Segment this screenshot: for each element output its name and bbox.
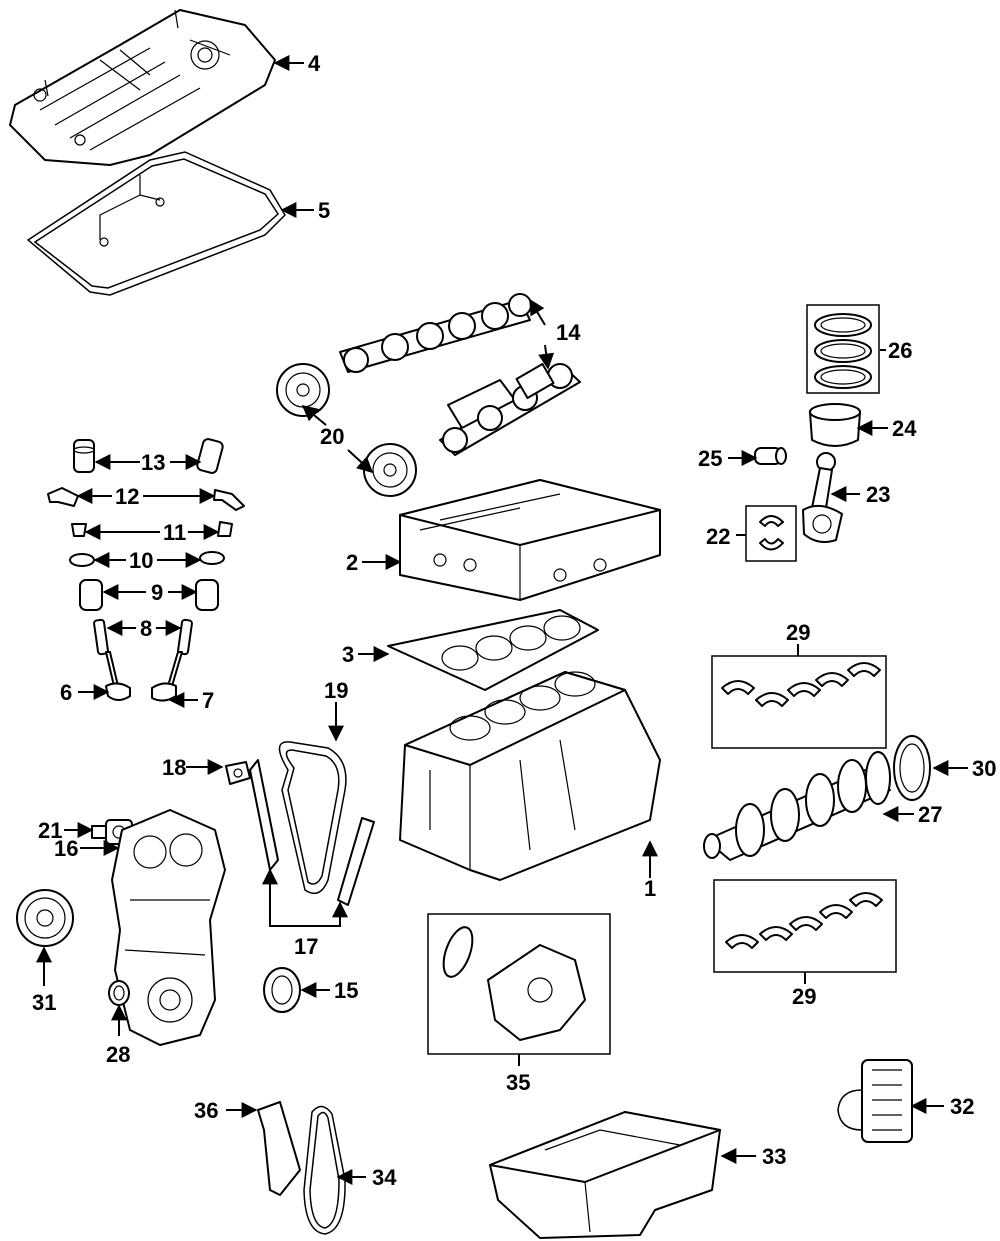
intake-valve	[105, 651, 131, 701]
valve-guide-right	[177, 618, 193, 656]
callout-26: 26	[888, 338, 912, 363]
piston	[809, 403, 861, 447]
callout-27: 27	[918, 802, 942, 827]
valve-spring-right	[195, 579, 219, 611]
callout-4: 4	[308, 51, 321, 76]
callout-28: 28	[106, 1042, 130, 1067]
head-gasket	[387, 609, 599, 691]
callout-24: 24	[892, 416, 917, 441]
callout-34: 34	[372, 1165, 397, 1190]
engine-block	[399, 671, 661, 881]
rod-bearing-box	[745, 505, 797, 562]
oil-pump-chain	[303, 1105, 346, 1235]
callout-9: 9	[151, 580, 163, 605]
chain-guide-right	[337, 817, 375, 906]
callout-3: 3	[342, 642, 354, 667]
cam-phaser-upper	[276, 363, 330, 417]
timing-chain	[278, 741, 347, 895]
camshaft	[339, 293, 532, 373]
oil-cooler	[837, 1059, 913, 1143]
piston-rings-box	[806, 304, 880, 394]
oil-pump-chain-tensioner	[257, 1101, 301, 1196]
valve-retainer-left	[69, 553, 95, 567]
timing-cover	[111, 809, 226, 1046]
callout-36: 36	[194, 1098, 218, 1123]
rear-main-seal	[893, 735, 931, 801]
valve-spring-left	[79, 579, 103, 611]
callout-35: 35	[506, 1070, 530, 1095]
leader-lines	[36, 55, 968, 1185]
callout-21: 21	[38, 818, 62, 843]
piston-pin	[754, 447, 787, 465]
callout-29-lower: 29	[792, 984, 816, 1009]
cylinder-head	[399, 479, 661, 601]
callout-14: 14	[556, 320, 581, 345]
connecting-rod	[802, 452, 843, 543]
valve-cover-gasket	[26, 151, 286, 296]
callout-12: 12	[115, 484, 139, 509]
rocker-arm-right	[213, 489, 245, 511]
valve-retainer-right	[199, 551, 225, 565]
callout-1: 1	[644, 876, 656, 901]
cam-phaser-lower	[363, 443, 417, 497]
callout-30: 30	[972, 756, 996, 781]
chain-tensioner	[225, 761, 251, 785]
valve-guide-left	[93, 618, 109, 656]
callout-8: 8	[140, 616, 152, 641]
valve-cover	[9, 9, 276, 166]
callout-31: 31	[32, 990, 56, 1015]
callout-2: 2	[346, 550, 358, 575]
callout-18: 18	[162, 755, 186, 780]
front-crank-seal	[108, 980, 130, 1006]
callout-10: 10	[129, 548, 153, 573]
callout-23: 23	[866, 482, 890, 507]
callout-13: 13	[141, 450, 165, 475]
valve-keeper-left	[71, 523, 87, 537]
crankshaft	[703, 751, 891, 861]
callout-15: 15	[334, 978, 358, 1003]
exhaust-valve	[151, 651, 183, 702]
callout-6: 6	[60, 680, 72, 705]
chain-guide-left	[249, 759, 279, 871]
callout-32: 32	[950, 1094, 974, 1119]
piston-rings	[814, 313, 872, 389]
callout-33: 33	[762, 1144, 786, 1169]
main-bearings-upper	[721, 662, 881, 707]
valve-keeper-right	[217, 521, 233, 537]
callout-29-upper: 29	[786, 620, 810, 645]
callout-5: 5	[318, 198, 330, 223]
rocker-arm-left	[47, 487, 79, 507]
crankshaft-sprocket	[263, 967, 301, 1013]
rod-bearing	[759, 515, 784, 551]
lash-adjuster-right	[196, 438, 224, 474]
camshaft-assembly	[439, 362, 581, 456]
callout-19: 19	[324, 678, 348, 703]
callout-25: 25	[698, 446, 722, 471]
main-bearings-lower	[725, 892, 883, 949]
callout-22: 22	[706, 524, 730, 549]
callout-labels: 4 5 14 26 20 13 24 25 23 12 11 22 2 10 9…	[32, 51, 996, 1190]
lash-adjuster-left	[73, 439, 95, 473]
oil-pump	[487, 944, 586, 1041]
callout-16: 16	[54, 836, 78, 861]
callout-7: 7	[202, 688, 214, 713]
callout-20: 20	[320, 424, 344, 449]
crankshaft-balancer	[16, 889, 74, 947]
oil-pump-sprocket	[442, 926, 474, 978]
callout-11: 11	[163, 520, 186, 545]
oil-pan	[489, 1111, 721, 1239]
callout-17: 17	[294, 934, 318, 959]
